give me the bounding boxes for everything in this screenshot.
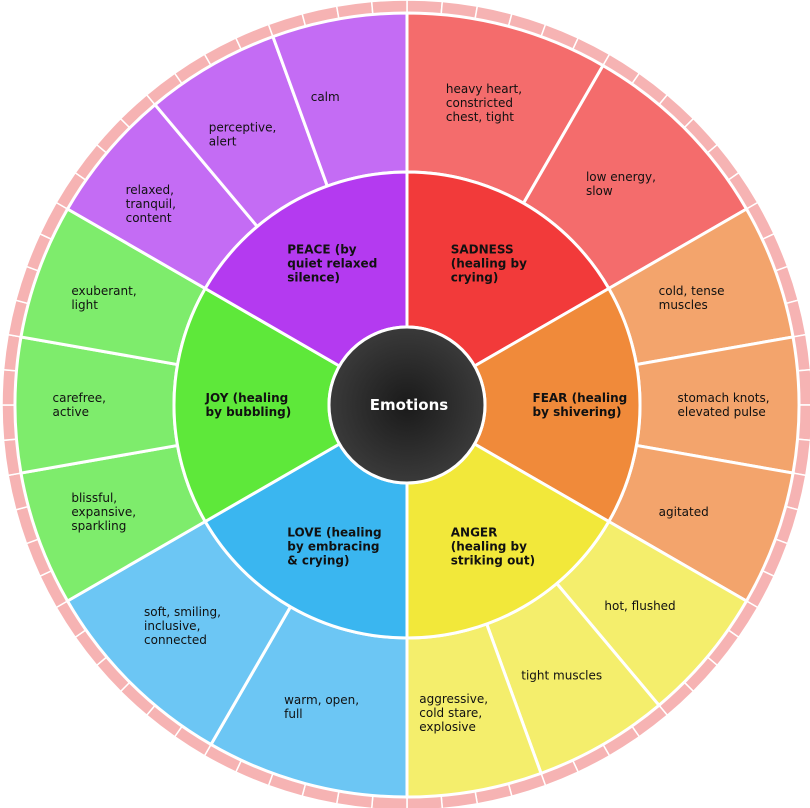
sensation-label-love-0-line: warm, open, <box>284 693 359 707</box>
emotion-label-fear-line: by shivering) <box>533 405 622 419</box>
sensation-label-peace-0-line: content <box>126 211 172 225</box>
sensation-label-love-1-line: soft, smiling, <box>144 605 221 619</box>
emotion-label-love-line: by embracing <box>287 540 379 554</box>
emotion-label-joy-line: JOY (healing <box>205 391 289 405</box>
sensation-label-fear-2: agitated <box>659 505 709 519</box>
sensation-label-peace-1: perceptive,alert <box>209 120 277 148</box>
sensation-label-joy-2: exuberant,light <box>71 284 136 312</box>
sensation-label-anger-1: tight muscles <box>521 669 602 683</box>
sensation-label-peace-1-line: alert <box>209 134 237 148</box>
emotion-label-anger-line: ANGER <box>451 526 498 540</box>
emotion-label-sadness-line: crying) <box>451 270 499 284</box>
sensation-label-anger-0-line: hot, flushed <box>604 599 675 613</box>
emotion-label-anger-line: (healing by <box>451 540 527 554</box>
sensation-label-sadness-0-line: heavy heart, <box>446 82 522 96</box>
emotion-label-peace-line: PEACE (by <box>287 242 357 256</box>
sensation-label-sadness-1-line: low energy, <box>586 170 656 184</box>
emotion-label-sadness-line: (healing by <box>451 256 527 270</box>
sensation-label-peace-2-line: calm <box>311 90 340 104</box>
sensation-label-anger-2-line: aggressive, <box>419 692 488 706</box>
sensation-label-love-0-line: full <box>284 707 303 721</box>
emotion-label-fear-line: FEAR (healing <box>533 391 628 405</box>
sensation-label-joy-1-line: carefree, <box>53 391 106 405</box>
sensation-label-fear-0-line: muscles <box>659 298 708 312</box>
sensation-label-joy-0-line: expansive, <box>71 505 136 519</box>
emotion-label-sadness-line: SADNESS <box>451 242 514 256</box>
sensation-label-peace-0: relaxed,tranquil,content <box>126 183 176 225</box>
sensation-label-joy-1: carefree,active <box>53 391 106 419</box>
sensation-label-anger-2: aggressive,cold stare,explosive <box>419 692 488 734</box>
sensation-label-fear-2-line: agitated <box>659 505 709 519</box>
emotion-label-peace-line: quiet relaxed <box>287 256 377 270</box>
emotion-label-love-line: & crying) <box>287 554 349 568</box>
center-hub: Emotions <box>327 325 487 485</box>
sensation-label-joy-0: blissful,expansive,sparkling <box>71 491 136 533</box>
sensation-label-peace-1-line: perceptive, <box>209 120 277 134</box>
sensation-label-love-1-line: connected <box>144 633 207 647</box>
sensation-label-joy-2-line: exuberant, <box>71 284 136 298</box>
sensation-label-love-1-line: inclusive, <box>144 619 200 633</box>
sensation-label-fear-1: stomach knots,elevated pulse <box>678 391 770 419</box>
emotion-label-joy-line: by bubbling) <box>206 405 292 419</box>
emotion-label-peace-line: silence) <box>287 270 340 284</box>
sensation-label-sadness-0-line: chest, tight <box>446 110 514 124</box>
sensation-label-fear-1-line: stomach knots, <box>678 391 770 405</box>
sensation-label-love-0: warm, open,full <box>284 693 359 721</box>
sensation-label-anger-2-line: cold stare, <box>419 706 482 720</box>
sensation-label-anger-0: hot, flushed <box>604 599 675 613</box>
sensation-label-anger-1-line: tight muscles <box>521 669 602 683</box>
sensation-label-sadness-1-line: slow <box>586 184 613 198</box>
sensation-label-fear-0-line: cold, tense <box>659 284 725 298</box>
sensation-label-love-1: soft, smiling,inclusive,connected <box>144 605 221 647</box>
emotion-label-love-line: LOVE (healing <box>287 526 381 540</box>
sensation-label-anger-2-line: explosive <box>419 720 476 734</box>
sensation-label-joy-0-line: blissful, <box>71 491 117 505</box>
sensation-label-sadness-0-line: constricted <box>446 96 513 110</box>
center-circle <box>327 325 487 485</box>
sensation-label-joy-2-line: light <box>71 298 98 312</box>
sensation-label-joy-0-line: sparkling <box>71 519 126 533</box>
emotion-label-anger-line: striking out) <box>451 554 535 568</box>
sensation-label-sadness-1: low energy,slow <box>586 170 656 198</box>
center-label: Emotions <box>370 396 448 414</box>
sensation-label-peace-0-line: relaxed, <box>126 183 174 197</box>
sensation-label-fear-1-line: elevated pulse <box>678 405 766 419</box>
sensation-label-joy-1-line: active <box>53 405 89 419</box>
sensation-label-peace-0-line: tranquil, <box>126 197 176 211</box>
sensation-label-peace-2: calm <box>311 90 340 104</box>
